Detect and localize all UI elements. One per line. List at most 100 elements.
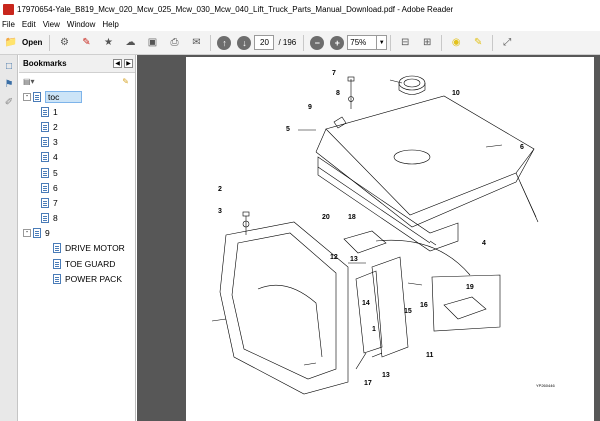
bookmark-item[interactable]: 7 (19, 195, 135, 210)
collapse-panel-icon[interactable]: ◀ (113, 59, 122, 68)
highlight-icon[interactable]: ✎ (474, 37, 483, 48)
fit-width-icon[interactable]: ⊞ (423, 37, 432, 48)
callout-label: 6 (520, 144, 524, 151)
menu-edit[interactable]: Edit (21, 20, 36, 29)
menu-bar: File Edit View Window Help (0, 18, 600, 31)
share-icon[interactable]: ★ (103, 37, 113, 48)
create-pdf-icon[interactable]: ⚙ (59, 37, 69, 48)
callout-label: 8 (336, 90, 340, 97)
bookmark-item[interactable]: 6 (19, 180, 135, 195)
zoom-out-icon[interactable]: − (310, 35, 325, 50)
options-menu-icon[interactable]: ▤▾ (23, 76, 35, 86)
bookmark-label: toc (45, 90, 83, 103)
leader-curve (375, 239, 471, 276)
bookmark-item[interactable]: 4 (19, 150, 135, 165)
pages-icon[interactable]: □ (5, 60, 13, 72)
leader-line (485, 144, 503, 148)
bookmark-item[interactable]: 5 (19, 165, 135, 180)
collapse-icon[interactable]: - (23, 229, 31, 238)
bookmark-item[interactable]: 8 (19, 211, 135, 226)
print-icon[interactable]: ⎙ (170, 37, 179, 48)
menu-file[interactable]: File (2, 20, 15, 29)
leader-line (371, 352, 383, 358)
next-page-icon[interactable]: ↓ (237, 35, 252, 50)
save-icon[interactable]: ▣ (147, 37, 158, 48)
menu-help[interactable]: Help (102, 20, 119, 29)
top-plate-hole (393, 149, 431, 165)
attachment-icon[interactable]: ✐ (4, 96, 14, 108)
bookmark-item[interactable]: 3 (19, 135, 135, 150)
collapse-icon[interactable]: - (23, 92, 31, 101)
callout-label: 19 (466, 284, 474, 291)
bolt-7-head (347, 76, 355, 82)
close-panel-icon[interactable]: ▶ (124, 59, 133, 68)
cap-part-side (398, 83, 426, 95)
edit-pdf-icon[interactable]: ✎ (82, 37, 91, 48)
bookmark-label: POWER PACK (65, 273, 122, 284)
inset-box-19 (431, 274, 501, 332)
bookmark-label: 3 (53, 137, 58, 148)
callout-label: 11 (426, 352, 434, 359)
bookmark-page-icon (53, 273, 61, 284)
chevron-down-icon[interactable]: ▼ (377, 35, 388, 50)
bookmarks-header: Bookmarks ◀ ▶ (19, 55, 135, 73)
bookmark-item[interactable]: TOE GUARD (19, 256, 135, 271)
part-19 (443, 296, 487, 320)
fit-page-icon[interactable]: ⊟ (401, 37, 410, 48)
bookmark-label: TOE GUARD (65, 258, 116, 269)
bookmark-label: 6 (53, 182, 58, 193)
toolbar-separator (492, 34, 494, 51)
bookmark-page-icon (33, 91, 41, 102)
callout-label: 17 (364, 380, 372, 387)
leader-line (407, 282, 423, 286)
bookmark-page-icon (41, 213, 49, 224)
cap-part (398, 75, 426, 91)
zoom-in-icon[interactable]: + (330, 35, 345, 50)
expand-icon[interactable]: ⤢ (503, 37, 512, 48)
callout-label: 15 (404, 308, 412, 315)
previous-page-icon[interactable]: ↑ (217, 35, 232, 50)
bookmark-label: DRIVE MOTOR (65, 243, 125, 254)
callout-label: 14 (362, 300, 370, 307)
top-plate-edge (315, 128, 535, 228)
callout-label: 20 (322, 214, 330, 221)
zoom-input[interactable] (347, 35, 378, 50)
figure-id: YP260446 (536, 383, 555, 388)
callout-label: 16 (420, 302, 428, 309)
comment-icon[interactable]: ◉ (451, 37, 461, 48)
menu-window[interactable]: Window (66, 20, 96, 29)
bookmark-label: 7 (53, 197, 58, 208)
cloud-icon[interactable]: ☁ (125, 37, 136, 48)
bookmark-item[interactable]: -9 (19, 226, 135, 241)
folder-open-icon[interactable]: 📁 (4, 37, 18, 48)
bookmark-item[interactable]: 1 (19, 104, 135, 119)
bookmark-page-icon (41, 197, 49, 208)
menu-view[interactable]: View (42, 20, 60, 29)
bookmark-item[interactable]: DRIVE MOTOR (19, 241, 135, 256)
callout-label: 13 (382, 372, 390, 379)
bookmark-label: 1 (53, 106, 58, 117)
callout-label: 3 (218, 208, 222, 215)
top-plate (325, 95, 535, 216)
open-button[interactable]: Open (22, 38, 43, 47)
bookmark-item[interactable]: 2 (19, 119, 135, 134)
callout-label: 12 (330, 254, 338, 261)
window-title: 17970654-Yale_B819_Mcw_020_Mcw_025_Mcw_0… (17, 4, 454, 14)
toolbar-separator (441, 34, 443, 51)
top-plate-flange (515, 172, 539, 223)
callout-label: 1 (372, 326, 376, 333)
bookmark-page-icon (41, 137, 49, 148)
toolbar-separator (210, 34, 212, 51)
page-number-input[interactable] (254, 35, 275, 50)
bookmark-item[interactable]: - toc (19, 89, 135, 104)
frame-1 (219, 221, 349, 395)
new-bookmark-icon[interactable]: ✎ (122, 76, 129, 86)
callout-label: 7 (332, 70, 336, 77)
bookmark-item[interactable]: POWER PACK (19, 271, 135, 286)
email-icon[interactable]: ✉ (192, 37, 201, 48)
frame-1-inner (231, 232, 337, 380)
bookmark-icon[interactable]: ⚑ (4, 78, 14, 90)
callout-label: 18 (348, 214, 356, 221)
